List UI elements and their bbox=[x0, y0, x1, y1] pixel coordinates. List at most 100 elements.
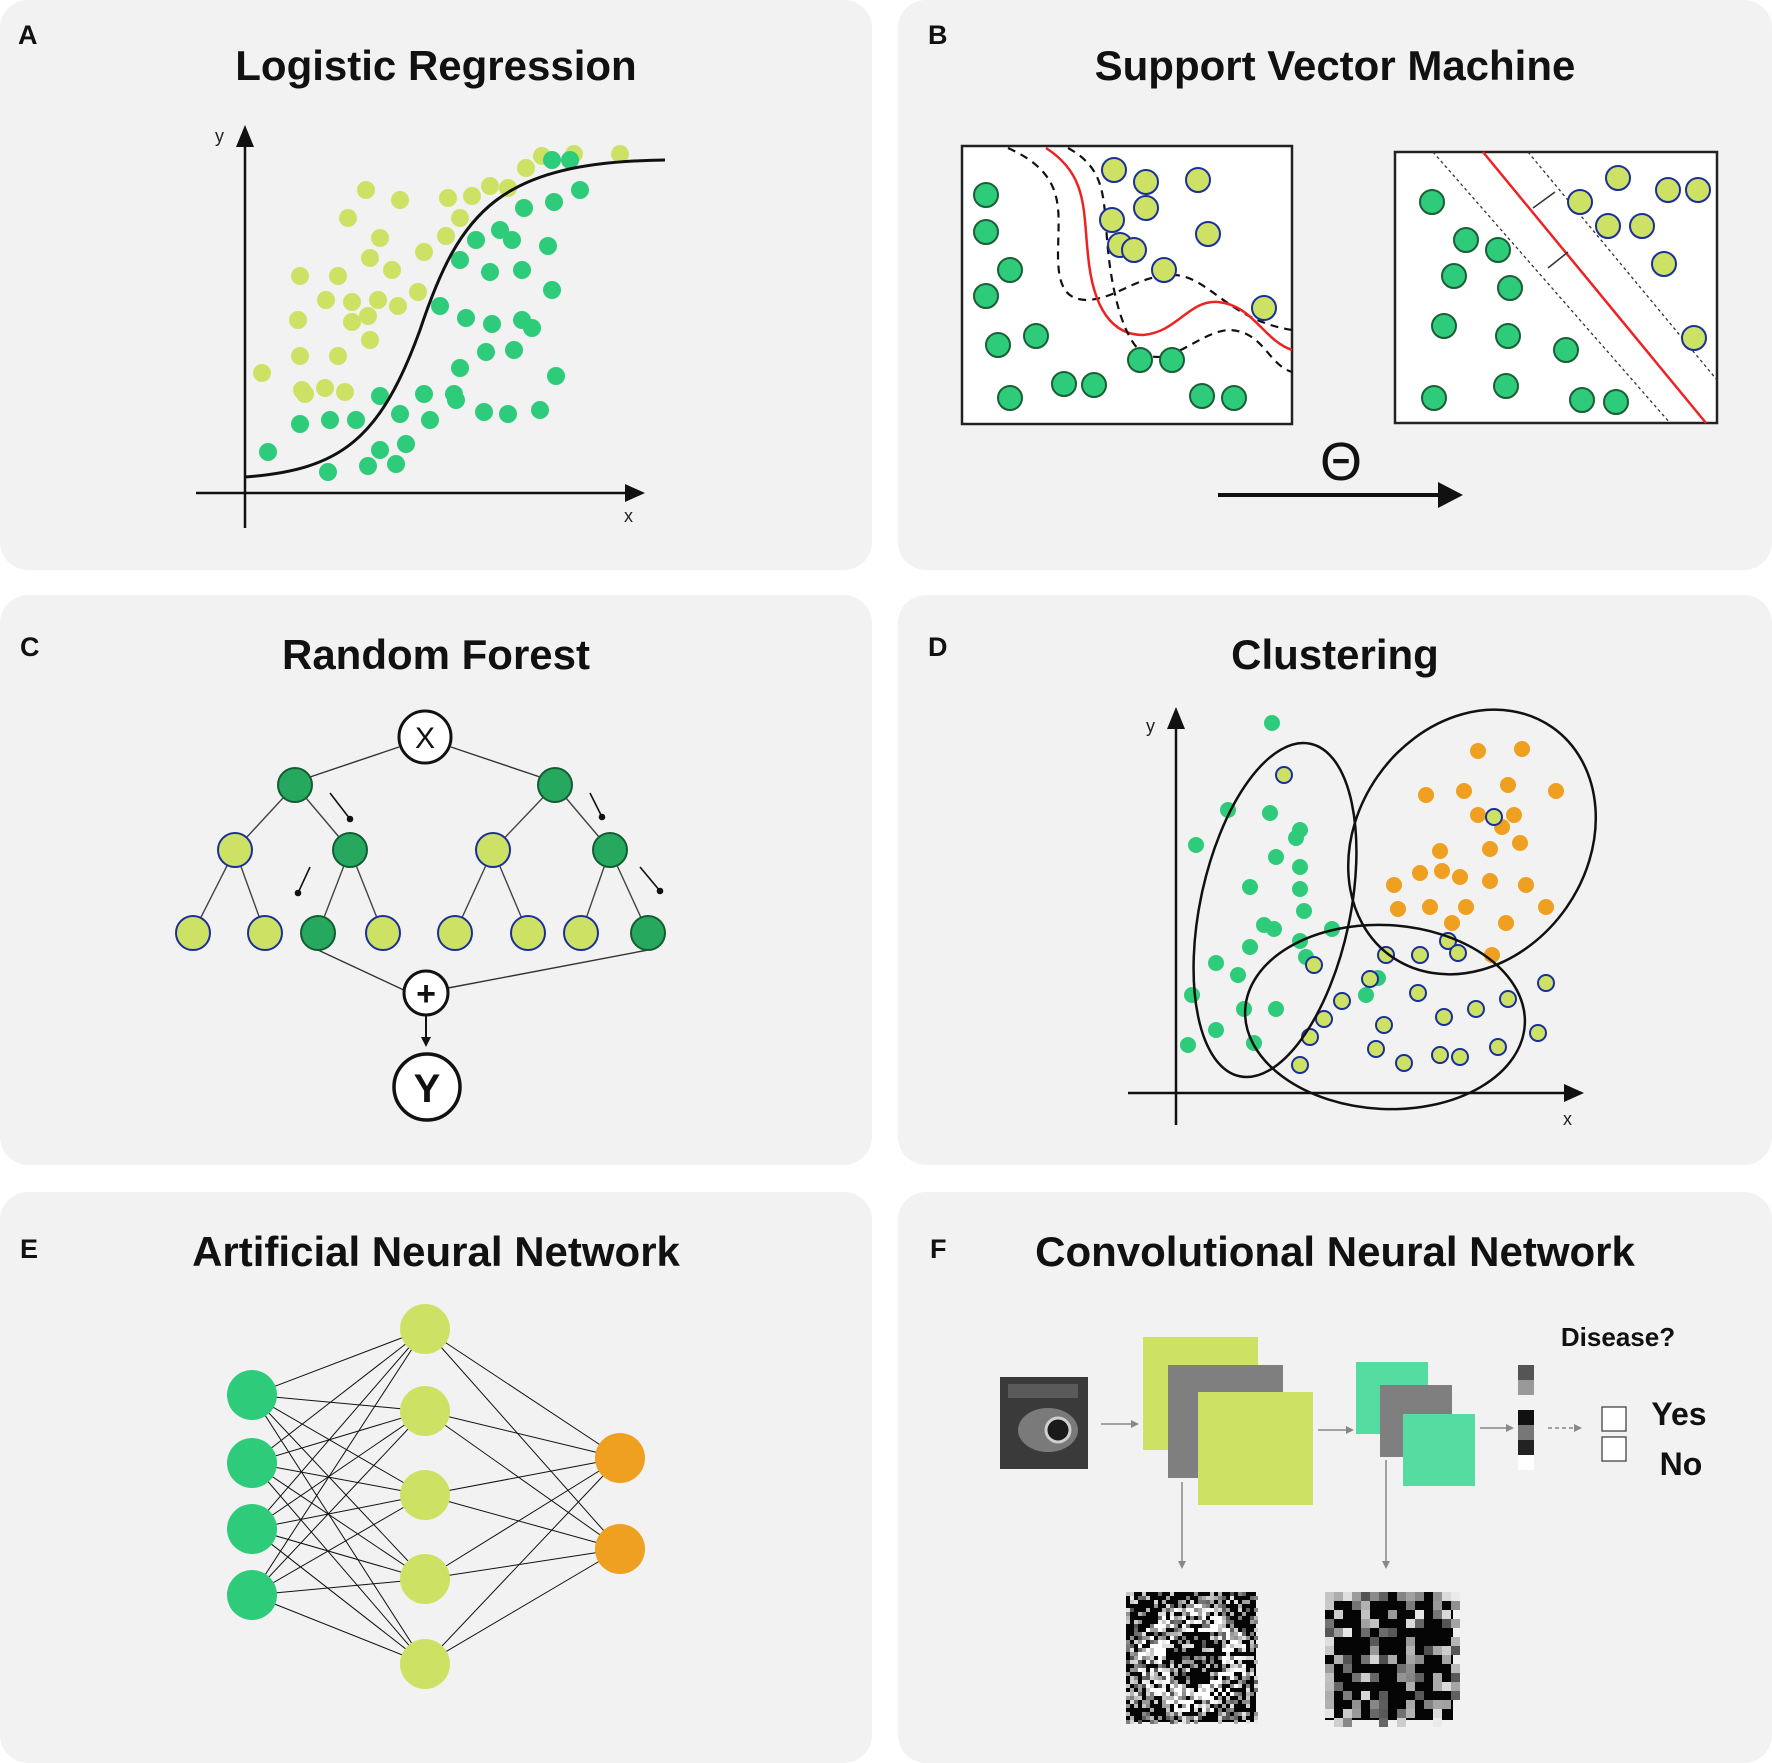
data-point-class-1 bbox=[259, 443, 277, 461]
activation-pixel bbox=[1206, 1608, 1210, 1612]
activation-pixel bbox=[1198, 1616, 1202, 1620]
activation-pixel bbox=[1442, 1619, 1451, 1628]
activation-pixel bbox=[1170, 1620, 1174, 1624]
activation-pixel bbox=[1142, 1672, 1146, 1676]
svm-support-point-class-1 bbox=[1159, 347, 1185, 373]
activation-pixel bbox=[1190, 1696, 1194, 1700]
svm-support-point-class-1 bbox=[997, 257, 1023, 283]
data-point-class-0 bbox=[369, 291, 387, 309]
activation-pixel bbox=[1150, 1688, 1154, 1692]
activation-pixel bbox=[1230, 1668, 1234, 1672]
data-point-class-1 bbox=[457, 309, 475, 327]
activation-pixel bbox=[1218, 1672, 1222, 1676]
cluster-point-orange bbox=[1512, 835, 1528, 851]
svm-mapped-point-class-1 bbox=[1495, 323, 1521, 349]
svm-support-point-class-1 bbox=[997, 385, 1023, 411]
cluster-point-light bbox=[1489, 1038, 1507, 1056]
activation-pixel bbox=[1254, 1688, 1258, 1692]
activation-pixel bbox=[1170, 1616, 1174, 1620]
activation-pixel bbox=[1174, 1672, 1178, 1676]
activation-pixel bbox=[1415, 1673, 1424, 1682]
activation-pixel bbox=[1238, 1692, 1242, 1696]
activation-pixel bbox=[1134, 1628, 1138, 1632]
decision-path-arrowhead bbox=[294, 889, 302, 897]
x-axis-label: x bbox=[624, 506, 633, 526]
activation-pixel bbox=[1142, 1640, 1146, 1644]
activation-pixel bbox=[1451, 1619, 1460, 1628]
activation-pixel bbox=[1370, 1592, 1379, 1601]
activation-pixel bbox=[1162, 1656, 1166, 1660]
data-point-class-0 bbox=[481, 177, 499, 195]
data-point-class-0 bbox=[357, 181, 375, 199]
activation-pixel bbox=[1234, 1632, 1238, 1636]
activation-pixel bbox=[1451, 1592, 1460, 1601]
activation-pixel bbox=[1242, 1680, 1246, 1684]
svm-support-point-class-1 bbox=[1189, 383, 1215, 409]
tree-node-inactive bbox=[217, 832, 253, 868]
activation-pixel bbox=[1210, 1648, 1214, 1652]
decision-path-arrow bbox=[639, 866, 661, 892]
activation-pixel bbox=[1254, 1660, 1258, 1664]
activation-pixel bbox=[1370, 1619, 1379, 1628]
activation-pixel bbox=[1202, 1668, 1206, 1672]
activation-pixel bbox=[1130, 1608, 1134, 1612]
activation-pixel bbox=[1130, 1648, 1134, 1652]
data-point-class-0 bbox=[329, 347, 347, 365]
activation-pixel bbox=[1406, 1637, 1415, 1646]
data-point-class-1 bbox=[505, 341, 523, 359]
activation-pixel bbox=[1154, 1692, 1158, 1696]
activation-pixel bbox=[1194, 1592, 1198, 1596]
activation-pixel bbox=[1166, 1696, 1170, 1700]
ann-connection bbox=[251, 1328, 426, 1596]
activation-pixel bbox=[1134, 1664, 1138, 1668]
activation-pixel bbox=[1226, 1652, 1230, 1656]
activation-pixel bbox=[1190, 1700, 1194, 1704]
svm-mapped-point-class-1 bbox=[1441, 263, 1467, 289]
activation-pixel bbox=[1234, 1636, 1238, 1640]
panel-letter-f: F bbox=[930, 1234, 947, 1264]
svm-input-space-box bbox=[960, 144, 1294, 426]
activation-pixel bbox=[1218, 1720, 1222, 1724]
activation-pixel bbox=[1174, 1668, 1178, 1672]
activation-pixel bbox=[1202, 1612, 1206, 1616]
activation-pixel bbox=[1226, 1644, 1230, 1648]
yes-checkbox[interactable] bbox=[1601, 1406, 1627, 1432]
decision-path-arrowhead bbox=[656, 887, 664, 895]
activation-pixel bbox=[1214, 1620, 1218, 1624]
ann-connection bbox=[251, 1394, 426, 1665]
svm-mapped-point-class-1 bbox=[1493, 373, 1519, 399]
activation-pixel bbox=[1226, 1608, 1230, 1612]
data-point-class-0 bbox=[253, 364, 271, 382]
activation-pixel bbox=[1166, 1704, 1170, 1708]
activation-pixel bbox=[1230, 1708, 1234, 1712]
activation-pixel bbox=[1325, 1691, 1334, 1700]
activation-pixel bbox=[1238, 1664, 1242, 1668]
activation-pixel bbox=[1170, 1688, 1174, 1692]
activation-pixel bbox=[1218, 1608, 1222, 1612]
activation-pixel bbox=[1182, 1660, 1186, 1664]
activation-pixel bbox=[1194, 1612, 1198, 1616]
activation-pixel bbox=[1166, 1680, 1170, 1684]
activation-pixel bbox=[1202, 1620, 1206, 1624]
activation-pixel bbox=[1334, 1718, 1343, 1727]
svm-support-point-class-0 bbox=[1121, 237, 1147, 263]
activation-pixel bbox=[1162, 1692, 1166, 1696]
svm-hyperplane bbox=[1482, 151, 1707, 424]
activation-pixel bbox=[1190, 1608, 1194, 1612]
activation-pixel bbox=[1134, 1692, 1138, 1696]
data-point-class-0 bbox=[439, 189, 457, 207]
cluster-point-light bbox=[1375, 1016, 1393, 1034]
no-checkbox[interactable] bbox=[1601, 1436, 1627, 1462]
y-axis-label: y bbox=[1146, 716, 1155, 736]
activation-pixel bbox=[1138, 1632, 1142, 1636]
activation-pixel bbox=[1202, 1616, 1206, 1620]
activation-pixel bbox=[1186, 1720, 1190, 1724]
activation-pixel bbox=[1166, 1604, 1170, 1608]
no-option-label: No bbox=[1660, 1446, 1703, 1482]
activation-pixel bbox=[1138, 1664, 1142, 1668]
activation-pixel bbox=[1162, 1672, 1166, 1676]
activation-pixel bbox=[1242, 1664, 1246, 1668]
activation-pixel bbox=[1178, 1712, 1182, 1716]
forest-connector bbox=[450, 746, 541, 778]
activation-pixel bbox=[1138, 1596, 1142, 1600]
